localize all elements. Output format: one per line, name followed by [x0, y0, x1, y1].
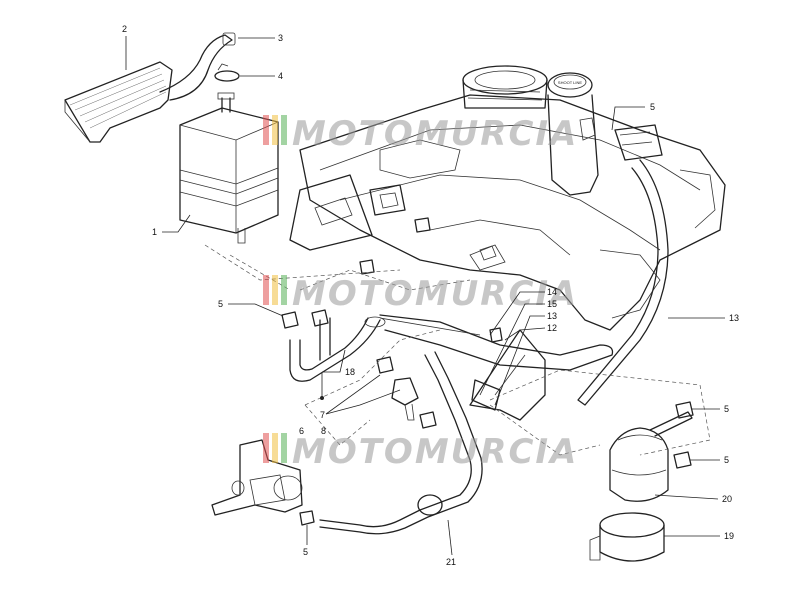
callout-13-middle: 13 [547, 311, 557, 321]
callout-18: 18 [345, 367, 355, 377]
watermark-text-2: MOTOMURCIA [292, 274, 578, 314]
fuel-line-12 [379, 314, 614, 371]
breather-hose-18 [289, 316, 386, 382]
clamp-ring-19 [589, 512, 665, 562]
callout-19: 19 [724, 531, 734, 541]
callout-5-top: 5 [650, 102, 655, 112]
callouts: 1 2 3 4 5 5 5 5 5 6 8 7 18 [122, 24, 739, 567]
check-valve [391, 377, 419, 421]
drain-hose-13 [577, 159, 669, 406]
callout-6: 6 [299, 426, 304, 436]
callout-5-right-lower: 5 [724, 455, 729, 465]
callout-7: 7 [320, 410, 325, 420]
pressure-regulator-20 [609, 411, 693, 502]
cap-label: SHOOT LINE [558, 80, 582, 85]
carbon-canister [179, 92, 279, 244]
callout-4: 4 [278, 71, 283, 81]
callout-5-bottom: 5 [303, 547, 308, 557]
watermark-text-1: MOTOMURCIA [292, 114, 578, 154]
overflow-hose-21 [319, 351, 483, 535]
callout-12: 12 [547, 323, 557, 333]
callout-3: 3 [278, 33, 283, 43]
assembly-guide-lines [204, 244, 711, 456]
watermark-middle: MOTOMURCIA [263, 274, 578, 314]
watermark-text-3: MOTOMURCIA [292, 432, 578, 472]
small-fittings [281, 217, 694, 526]
callout-20: 20 [722, 494, 732, 504]
canister-bracket [64, 61, 173, 143]
watermark-bottom: MOTOMURCIA [263, 432, 578, 472]
callout-2: 2 [122, 24, 127, 34]
callout-21: 21 [446, 557, 456, 567]
vent-hose [159, 32, 236, 101]
callout-1: 1 [152, 227, 157, 237]
callout-15: 15 [547, 299, 557, 309]
watermark-top: MOTOMURCIA [263, 114, 578, 154]
callout-13-right: 13 [729, 313, 739, 323]
fuel-tank: SHOOT LINE [289, 65, 726, 331]
hose-clamp [214, 63, 240, 82]
callout-8: 8 [321, 426, 326, 436]
callout-5-right-upper: 5 [724, 404, 729, 414]
callout-5-left: 5 [218, 299, 223, 309]
throttle-manifold [211, 439, 303, 516]
tank-mount-bracket [469, 329, 546, 421]
callout-14: 14 [547, 287, 557, 297]
